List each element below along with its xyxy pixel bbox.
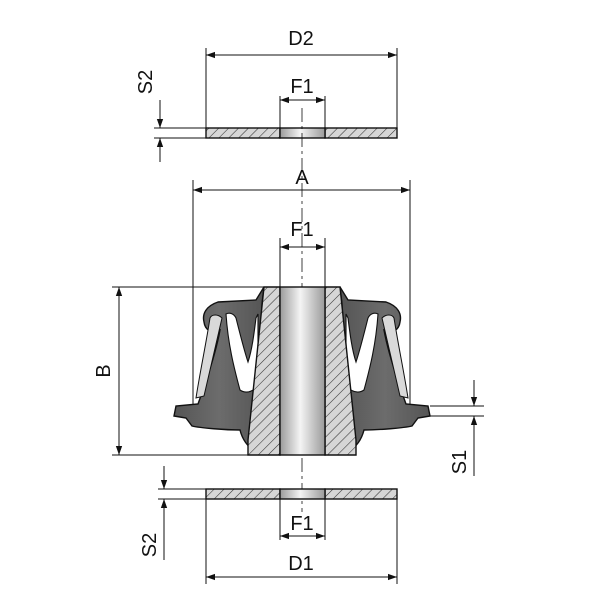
b-dimension: B <box>93 286 264 456</box>
f1-mid-dimension: F1 <box>279 219 326 287</box>
bottom-washer-left-section <box>205 488 281 500</box>
s1-label: S1 <box>449 450 471 474</box>
rubber-lip-left <box>195 314 223 399</box>
f1-bottom-label: F1 <box>290 513 313 535</box>
top-washer-right-section <box>324 127 398 139</box>
s1-dimension: S1 <box>430 380 484 476</box>
a-dimension: A <box>192 167 411 404</box>
top-washer <box>205 127 398 139</box>
top-washer-left-section <box>205 127 281 139</box>
f1-top-dimension: F1 <box>279 76 326 128</box>
rubber-groove-right <box>345 312 379 393</box>
rubber-bushing <box>173 286 431 456</box>
inner-sleeve-left <box>247 286 281 456</box>
rubber-groove-left <box>225 312 259 393</box>
s2-bottom-label: S2 <box>139 533 161 557</box>
rubber-lip-right <box>381 314 409 399</box>
d1-dimension: D1 <box>205 499 398 584</box>
bottom-washer-bore <box>279 488 326 500</box>
f1-mid-label: F1 <box>290 219 313 241</box>
s2-top-dimension: S2 <box>135 70 206 162</box>
sleeve-bore <box>279 286 326 456</box>
s2-bottom-dimension: S2 <box>139 466 206 560</box>
s2-top-label: S2 <box>135 70 157 94</box>
bottom-washer <box>205 488 398 500</box>
f1-bottom-dimension: F1 <box>279 499 326 540</box>
a-label: A <box>295 167 309 189</box>
bottom-washer-right-section <box>324 488 398 500</box>
b-label: B <box>93 364 115 377</box>
d2-dimension: D2 <box>205 28 398 128</box>
f1-top-label: F1 <box>290 76 313 98</box>
d2-label: D2 <box>288 28 314 50</box>
d1-label: D1 <box>288 553 314 575</box>
top-washer-bore <box>279 127 326 139</box>
